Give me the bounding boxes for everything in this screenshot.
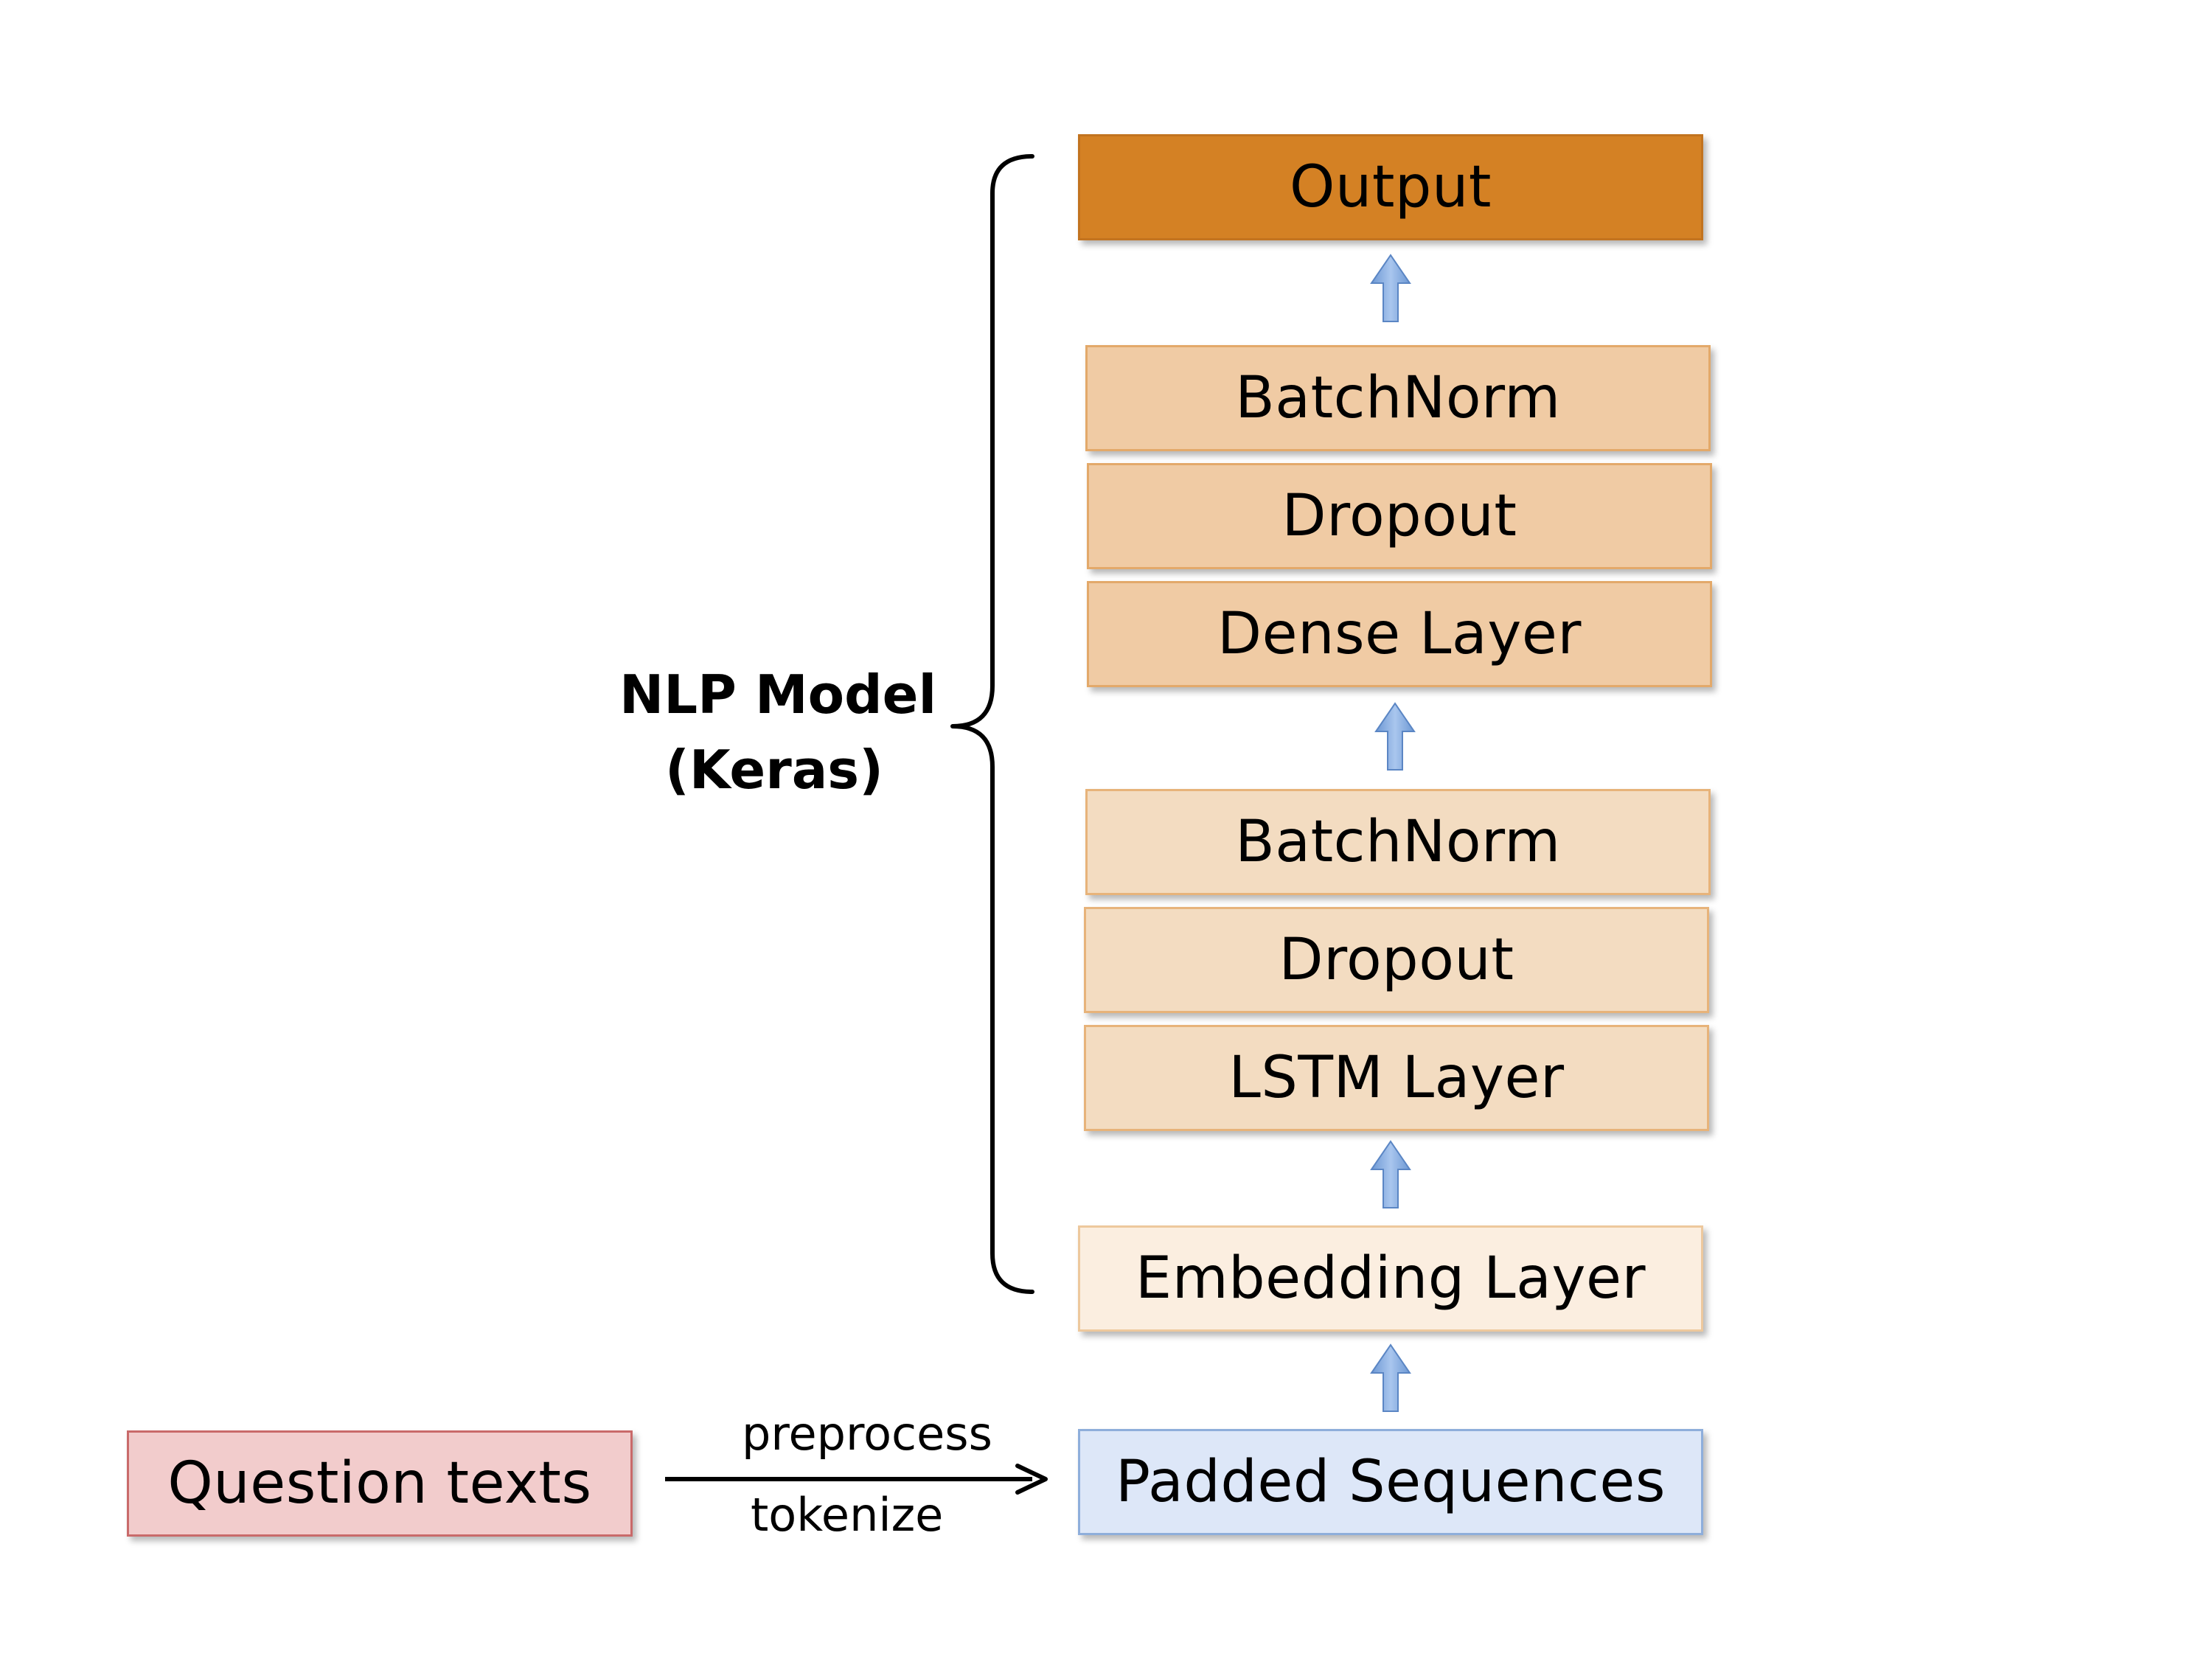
right-arrow-icon [1015,1464,1048,1495]
model-brace [950,154,1034,1294]
question-texts-node: Question texts [127,1430,633,1537]
up-arrow-icon [1370,1140,1411,1208]
model-label-line2: (Keras) [664,739,884,801]
question-texts-label: Question texts [167,1450,592,1517]
dropout-upper-label: Dropout [1281,483,1517,549]
lstm-layer-label: LSTM Layer [1228,1045,1565,1111]
batchnorm-upper-node: BatchNorm [1085,345,1711,451]
up-arrow-icon [1370,1343,1411,1412]
dropout-lower-node: Dropout [1084,907,1709,1013]
up-arrow-icon [1374,702,1416,771]
output-node: Output [1078,134,1703,240]
edge-label-tokenize: tokenize [751,1488,944,1542]
model-label-line1: NLP Model [619,664,937,726]
padded-sequences-label: Padded Sequences [1115,1449,1666,1515]
padded-sequences-node: Padded Sequences [1078,1429,1703,1535]
batchnorm-lower-label: BatchNorm [1235,809,1561,875]
dense-layer-label: Dense Layer [1217,601,1582,667]
batchnorm-lower-node: BatchNorm [1085,789,1711,895]
embedding-layer-node: Embedding Layer [1078,1225,1703,1332]
dropout-upper-node: Dropout [1087,463,1712,569]
dense-layer-node: Dense Layer [1087,581,1712,687]
up-arrow-icon [1370,254,1411,322]
edge-label-preprocess: preprocess [742,1407,992,1461]
embedding-layer-label: Embedding Layer [1135,1245,1646,1312]
batchnorm-upper-label: BatchNorm [1235,365,1561,431]
output-label: Output [1290,154,1492,220]
dropout-lower-label: Dropout [1279,927,1514,993]
lstm-layer-node: LSTM Layer [1084,1025,1709,1131]
